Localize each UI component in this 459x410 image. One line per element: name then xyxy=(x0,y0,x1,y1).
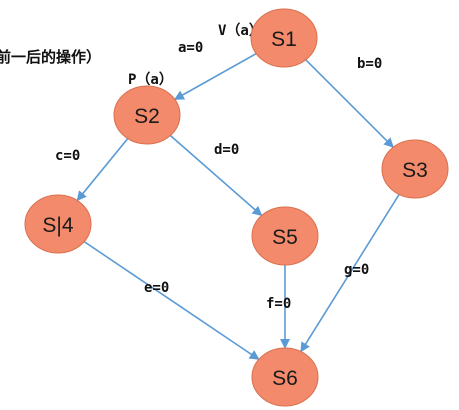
node-s3: S3 xyxy=(381,139,449,199)
node-s3-label: S3 xyxy=(402,159,428,182)
node-s6: S6 xyxy=(251,347,319,407)
edge-s1-s2 xyxy=(173,52,257,101)
header-fragment-text: 前一后的操作） xyxy=(0,48,101,66)
edge-labels-layer: a=0 b=0 c=0 d=0 e=0 f=0 g=0 xyxy=(55,40,382,312)
edge-s2-s5 xyxy=(169,134,263,217)
node-s4: S|4 xyxy=(24,194,92,254)
node-s5: S5 xyxy=(251,206,319,266)
edge-label-d: d=0 xyxy=(214,142,239,158)
p-operation-label: P（a） xyxy=(128,72,173,88)
edge-label-a: a=0 xyxy=(178,40,203,56)
edge-label-e: e=0 xyxy=(144,280,169,296)
edge-label-c: c=0 xyxy=(55,148,80,164)
node-s1: S1 xyxy=(250,8,318,68)
node-s2-label: S2 xyxy=(134,105,160,128)
edge-s2-s4 xyxy=(76,138,129,202)
edge-s4-s6 xyxy=(83,240,260,361)
node-s1-label: S1 xyxy=(271,28,297,51)
edge-label-f: f=0 xyxy=(266,296,291,312)
edge-s1-s3 xyxy=(305,59,394,148)
node-s5-label: S5 xyxy=(272,226,298,249)
node-s2: S2 xyxy=(113,85,181,145)
edge-label-g: g=0 xyxy=(344,262,369,278)
edges-layer xyxy=(76,52,400,361)
node-s6-label: S6 xyxy=(272,367,298,390)
nodes-layer: S1 S2 S3 S|4 S5 S6 xyxy=(24,8,449,407)
edge-label-b: b=0 xyxy=(357,56,382,72)
edge-s3-s6 xyxy=(300,193,400,353)
node-s4-label: S|4 xyxy=(42,214,73,237)
